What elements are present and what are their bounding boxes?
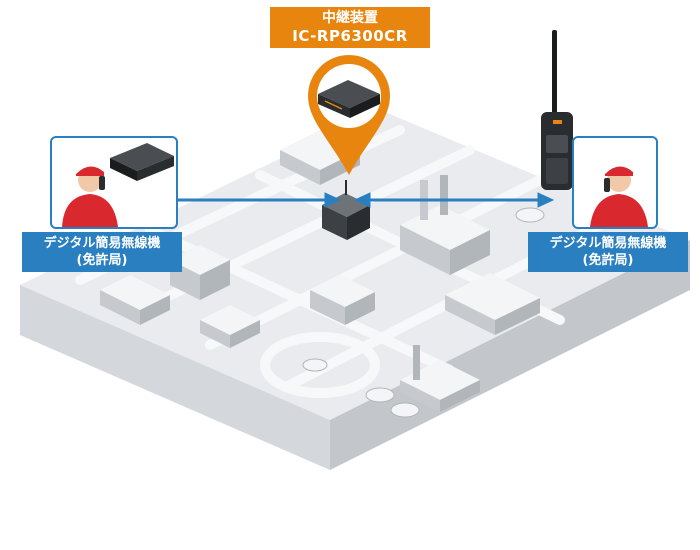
building: [400, 175, 490, 275]
building: [100, 275, 170, 325]
operator-icon: [62, 143, 174, 227]
repeater-label: 中継装置 IC-RP6300CR: [270, 7, 430, 48]
repeater-device-icon: [318, 80, 380, 118]
building: [310, 275, 375, 325]
building: [445, 273, 540, 335]
location-pin-icon: [308, 55, 390, 175]
storage-tanks: [302, 207, 545, 418]
right-station-frame: [572, 136, 658, 229]
repeater-title: 中継装置: [322, 10, 378, 26]
left-station-frame: [50, 136, 178, 229]
building: [400, 345, 480, 412]
right-station-name: デジタル簡易無線機: [549, 236, 667, 251]
left-station-label: デジタル簡易無線機 (免許局): [22, 232, 182, 272]
repeater-model: IC-RP6300CR: [292, 27, 408, 45]
building: [200, 305, 260, 348]
right-station-label: デジタル簡易無線機 (免許局): [528, 232, 688, 272]
handheld-radio-icon: [541, 30, 573, 190]
left-station-name: デジタル簡易無線機: [43, 236, 161, 251]
mobile-radio-icon: [110, 143, 174, 181]
right-station-license: (免許局): [582, 253, 634, 268]
left-station-license: (免許局): [76, 253, 128, 268]
operator-icon: [590, 166, 648, 227]
